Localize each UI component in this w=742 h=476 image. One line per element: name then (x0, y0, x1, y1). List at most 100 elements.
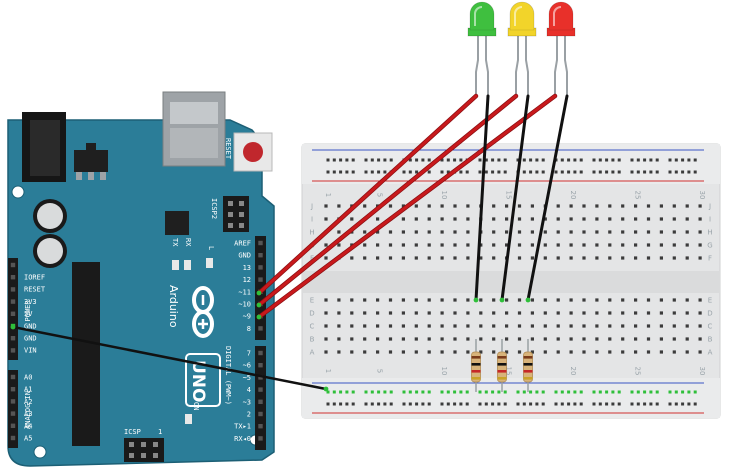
breadboard-hole (582, 350, 586, 354)
breadboard-hole (634, 256, 638, 260)
breadboard-hole (634, 217, 638, 221)
breadboard-holes (324, 158, 702, 406)
breadboard-hole (401, 204, 405, 208)
power-label: POWER (24, 300, 32, 322)
breadboard-hole (376, 337, 380, 341)
breadboard-hole (543, 350, 547, 354)
breadboard-hole (530, 243, 534, 247)
rail-hole (516, 158, 520, 162)
analog-pin-label: A1 (24, 386, 32, 394)
digital-pin-label: ~3 (243, 398, 251, 406)
rail-hole (427, 390, 431, 394)
breadboard-hole (672, 217, 676, 221)
digital-pin-label: ~9 (243, 313, 251, 321)
rail-hole (636, 158, 640, 162)
led-yellow (507, 1, 537, 96)
breadboard-hole (659, 230, 663, 234)
rail-hole (554, 402, 558, 406)
l-led (206, 258, 213, 268)
rail-hole (351, 390, 355, 394)
resistors (471, 339, 533, 392)
breadboard-hole (388, 350, 393, 354)
breadboard-hole (530, 256, 534, 260)
digital-label: DIGITAL (PWM~) (224, 346, 232, 405)
breadboard-hole (427, 204, 431, 208)
digital-pin-label: 4 (247, 386, 251, 394)
breadboard-hole (350, 298, 354, 302)
rail-hole (427, 158, 431, 162)
breadboard-hole (698, 243, 702, 247)
rail-hole (567, 402, 571, 406)
power-pin-label: 5V (24, 310, 33, 318)
rail-hole (617, 170, 621, 174)
breadboard-hole (517, 230, 522, 234)
rail-hole (503, 390, 507, 394)
breadboard-hole (492, 230, 496, 234)
rail-hole (611, 402, 615, 406)
rail-hole (389, 402, 393, 406)
rail-hole (598, 390, 602, 394)
rail-hole (687, 402, 691, 406)
breadboard-hole (517, 204, 522, 208)
header-pin (10, 336, 16, 341)
rail-hole (421, 390, 425, 394)
digital-pin-label: 2 (247, 411, 251, 419)
rail-hole (503, 170, 507, 174)
breadboard-hole (337, 298, 341, 302)
breadboard-hole (530, 204, 534, 208)
reset-button[interactable] (233, 132, 273, 172)
breadboard-hole (440, 230, 444, 234)
rail-hole (377, 158, 381, 162)
rail-hole (681, 170, 685, 174)
rail-hole (408, 402, 412, 406)
header-pin (10, 423, 16, 428)
breadboard-hole (595, 204, 599, 208)
breadboard-hole (324, 256, 328, 260)
breadboard-hole (466, 324, 470, 328)
breadboard-hole (569, 204, 573, 208)
breadboard-hole (672, 230, 676, 234)
digital-pin-label: ~5 (243, 374, 251, 382)
rail-hole (611, 158, 615, 162)
breadboard-hole (440, 204, 444, 208)
rail-hole (668, 158, 672, 162)
rail-hole (383, 402, 387, 406)
breadboard-hole (556, 204, 560, 208)
breadboard-hole (556, 324, 560, 328)
rail-hole (554, 390, 558, 394)
breadboard-hole (414, 243, 418, 247)
rail-hole (415, 402, 419, 406)
column-number: 1 (324, 193, 332, 197)
rail-hole (605, 390, 609, 394)
wire-end (323, 386, 329, 392)
header-pin (258, 326, 263, 331)
breadboard-hole (608, 204, 612, 208)
rail-hole (554, 170, 558, 174)
brand-label: Arduino (167, 285, 180, 328)
header-pin (258, 265, 263, 270)
rail-hole (681, 390, 685, 394)
rail-hole (668, 390, 672, 394)
rail-hole (617, 402, 621, 406)
breadboard-hole (376, 298, 380, 302)
rail-hole (655, 402, 659, 406)
breadboard-hole (556, 230, 560, 234)
breadboard-hole (634, 298, 638, 302)
row-letter: A (708, 349, 713, 357)
rail-hole (415, 170, 419, 174)
rail-hole (497, 158, 501, 162)
breadboard-hole (634, 350, 638, 354)
breadboard-hole (492, 217, 496, 221)
rail-hole (446, 158, 450, 162)
breadboard-hole (672, 337, 676, 341)
breadboard-hole (595, 324, 599, 328)
rail-hole (446, 390, 450, 394)
rail-hole (529, 170, 533, 174)
breadboard-hole (634, 337, 638, 341)
column-number: 25 (634, 367, 642, 376)
breadboard-hole (337, 204, 341, 208)
rail-hole (459, 390, 463, 394)
rail-hole (668, 402, 672, 406)
column-number: 15 (505, 191, 513, 200)
